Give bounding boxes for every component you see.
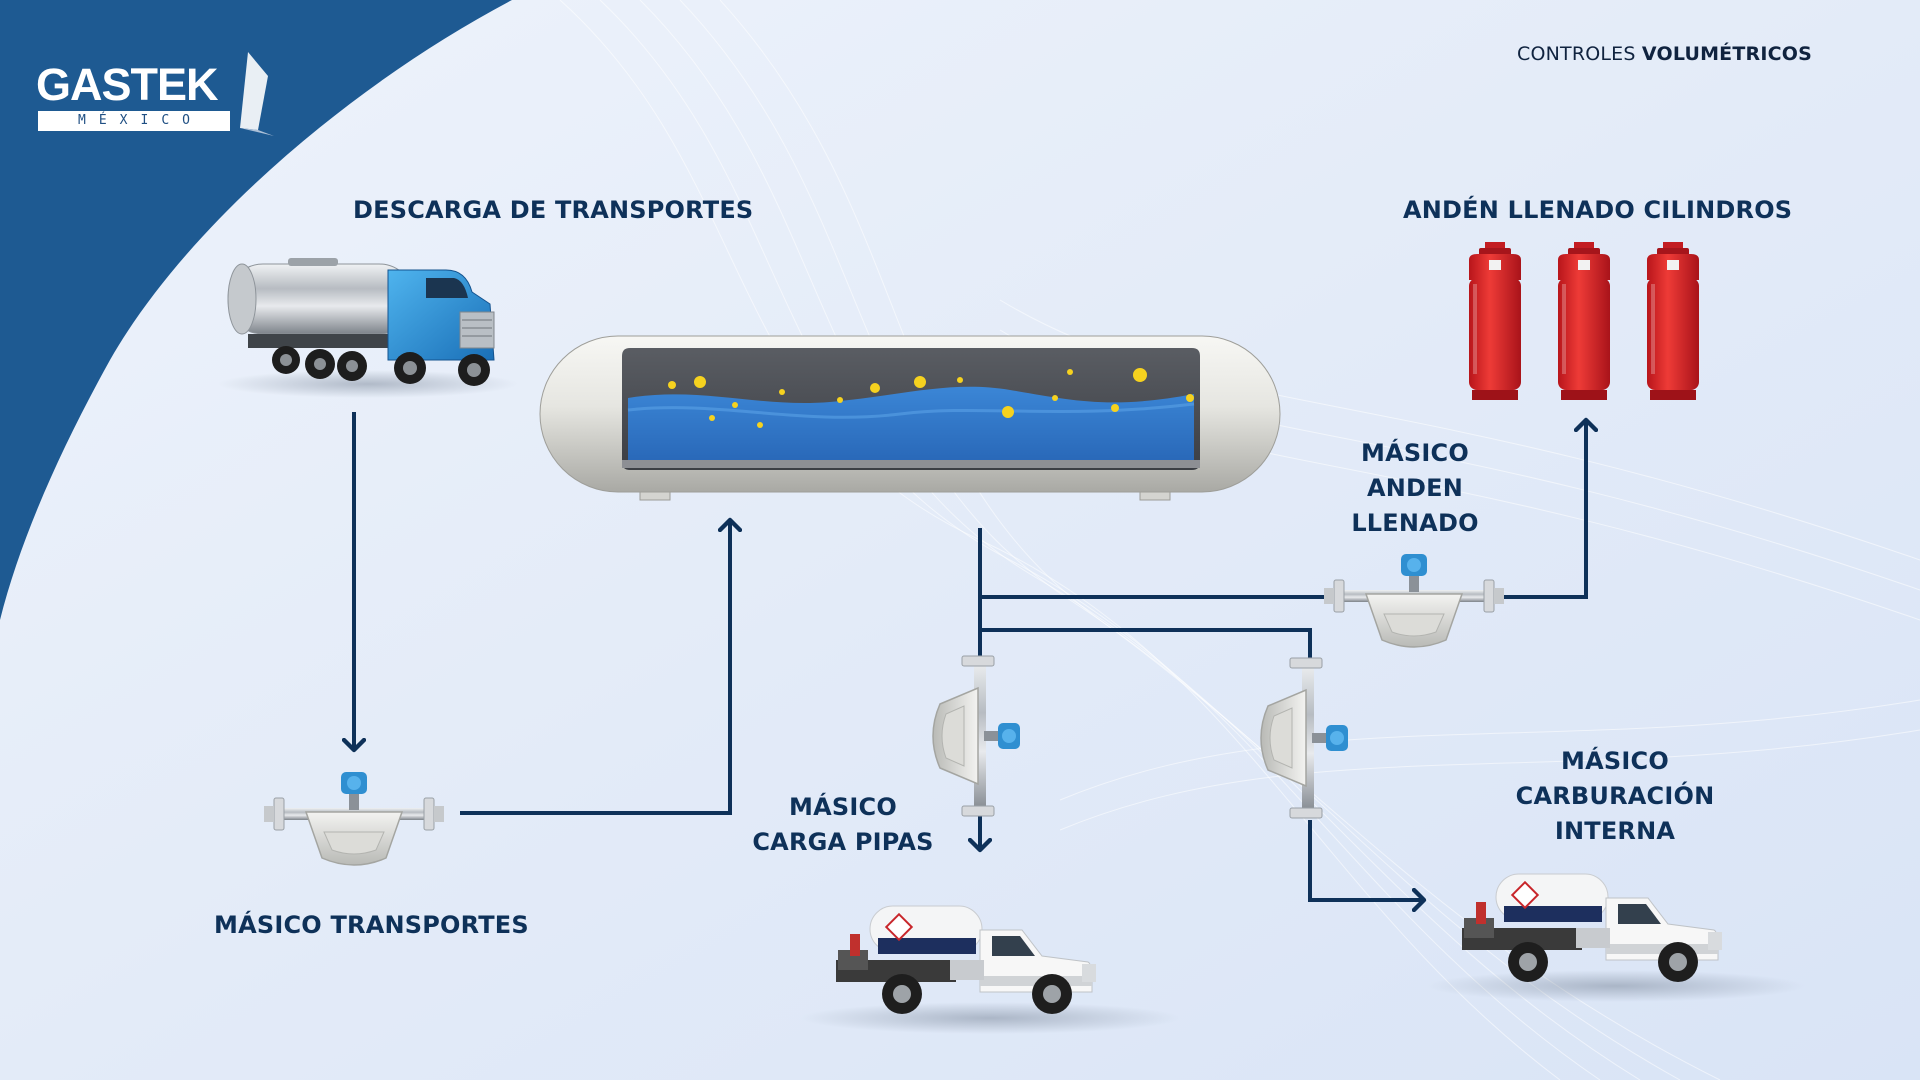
logo-wordmark: GASTEK [36,59,219,110]
gas-cylinder-icon [1469,242,1521,400]
storage-tank-icon [539,335,1281,501]
header-title: CONTROLES VOLUMÉTRICOS [1517,43,1812,65]
logo-bar [38,111,230,131]
tanker-truck-icon [218,258,518,398]
label-anden-cilindros: ANDÉN LLENADO CILINDROS [1403,196,1793,224]
logo-mark-icon [240,52,274,136]
gas-cylinder-icon [1558,242,1610,400]
line-anden-meter-to-cylinders [1490,420,1586,599]
label-masico-anden: MÁSICO ANDEN LLENADO [1351,439,1479,537]
label-masico-pipas: MÁSICO CARGA PIPAS [752,793,934,856]
header-emphasis: VOLUMÉTRICOS [1641,43,1812,65]
label-masico-transportes: MÁSICO TRANSPORTES [214,911,529,939]
brand-corner-shape [0,0,512,620]
label-masico-carburacion: MÁSICO CARBURACIÓN INTERNA [1515,747,1715,845]
line-carburacion-out [1308,820,1424,900]
logo-subtitle: MÉXICO [78,113,203,128]
header-prefix: CONTROLES [1516,43,1636,65]
gas-cylinder-icon [1647,242,1699,400]
line-meter-to-tank [460,520,730,815]
line-to-carburacion [980,628,1312,660]
gas-cylinders [1469,242,1699,400]
label-descarga-transportes: DESCARGA DE TRANSPORTES [353,196,754,224]
